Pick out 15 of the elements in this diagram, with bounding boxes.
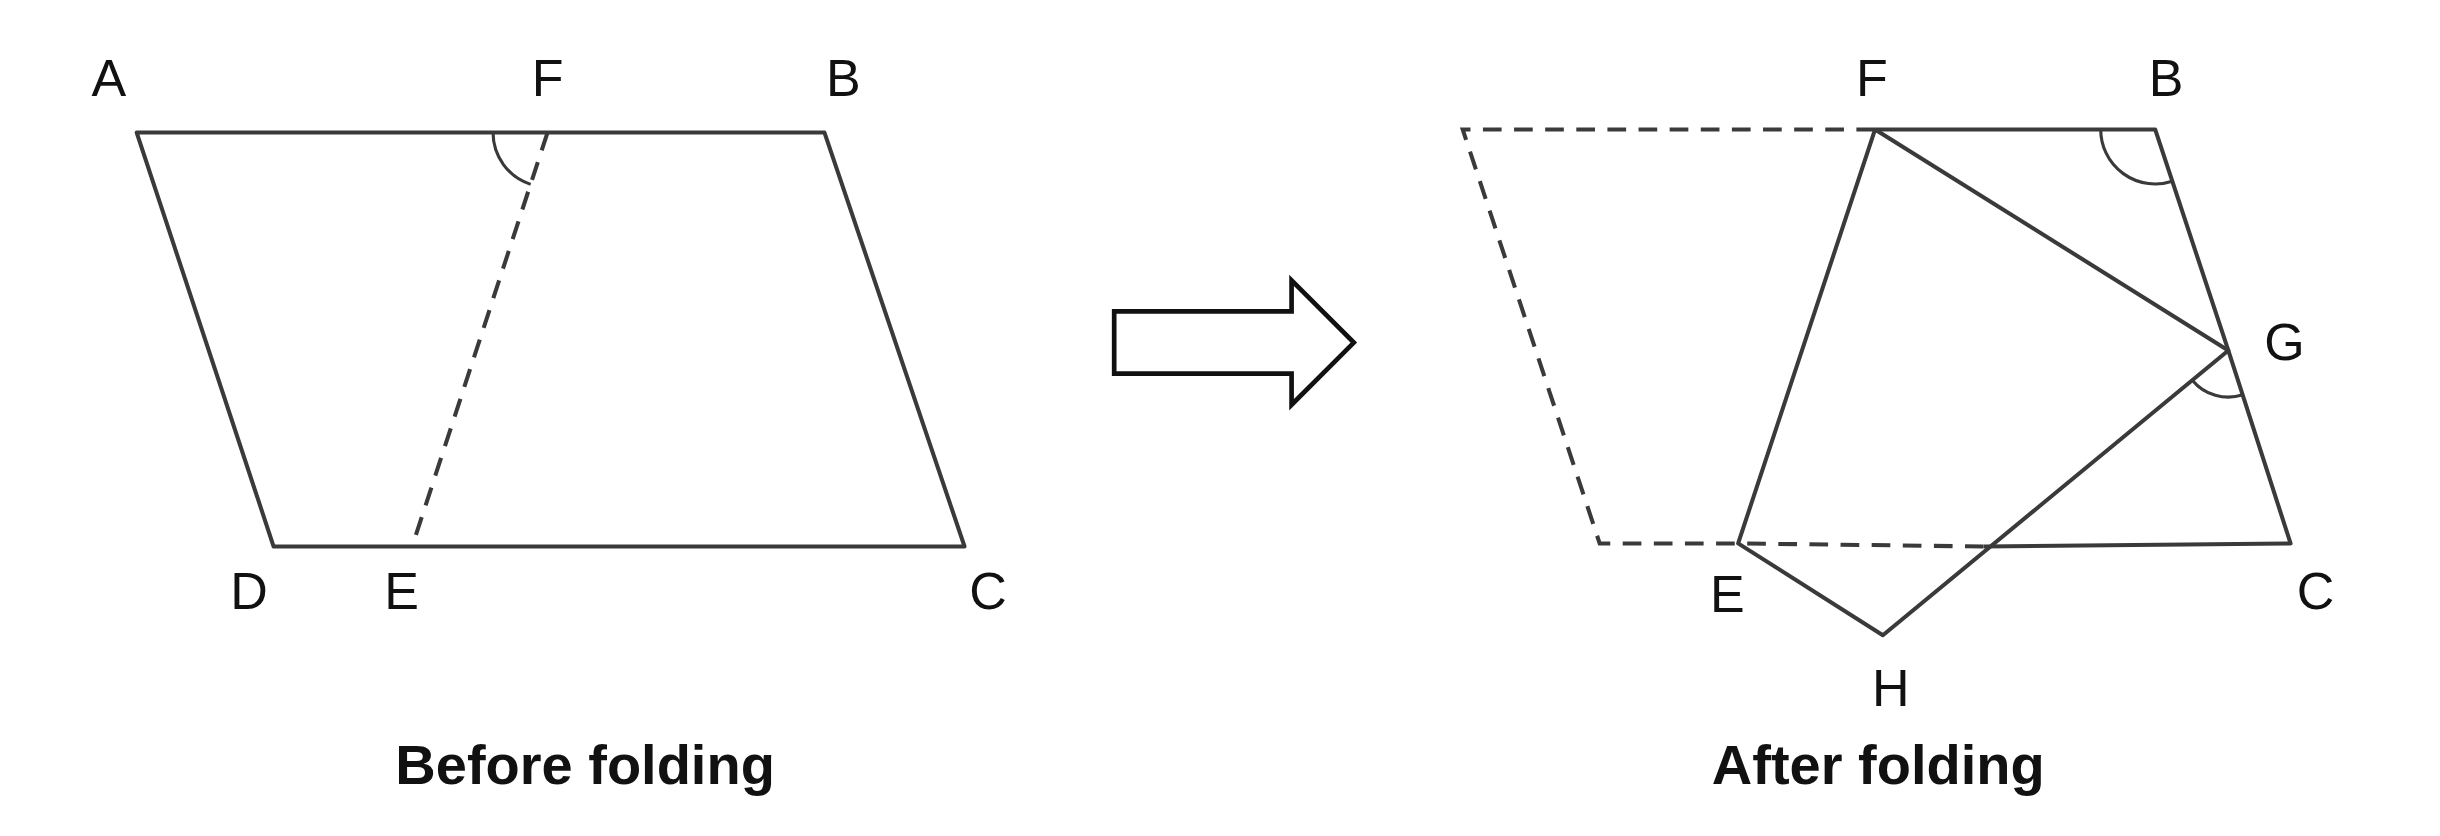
vertex-label: E: [1709, 568, 1745, 621]
vertex-label: G: [2264, 316, 2305, 369]
vertex-label: D: [230, 565, 268, 618]
vertex-label: E: [384, 565, 419, 618]
figure-caption: Before folding: [394, 731, 776, 797]
vertex-label: F: [1856, 51, 1888, 104]
vertex-label: B: [826, 51, 861, 104]
vertex-label: B: [2148, 51, 2184, 104]
vertex-label: A: [91, 51, 127, 104]
vertex-label: F: [531, 51, 564, 104]
figure-caption: After folding: [1710, 731, 2046, 797]
vertex-label: C: [2296, 565, 2335, 618]
vertex-label: C: [969, 565, 1007, 618]
vertex-label: H: [1871, 661, 1910, 714]
block-arrow: [1111, 274, 1358, 411]
